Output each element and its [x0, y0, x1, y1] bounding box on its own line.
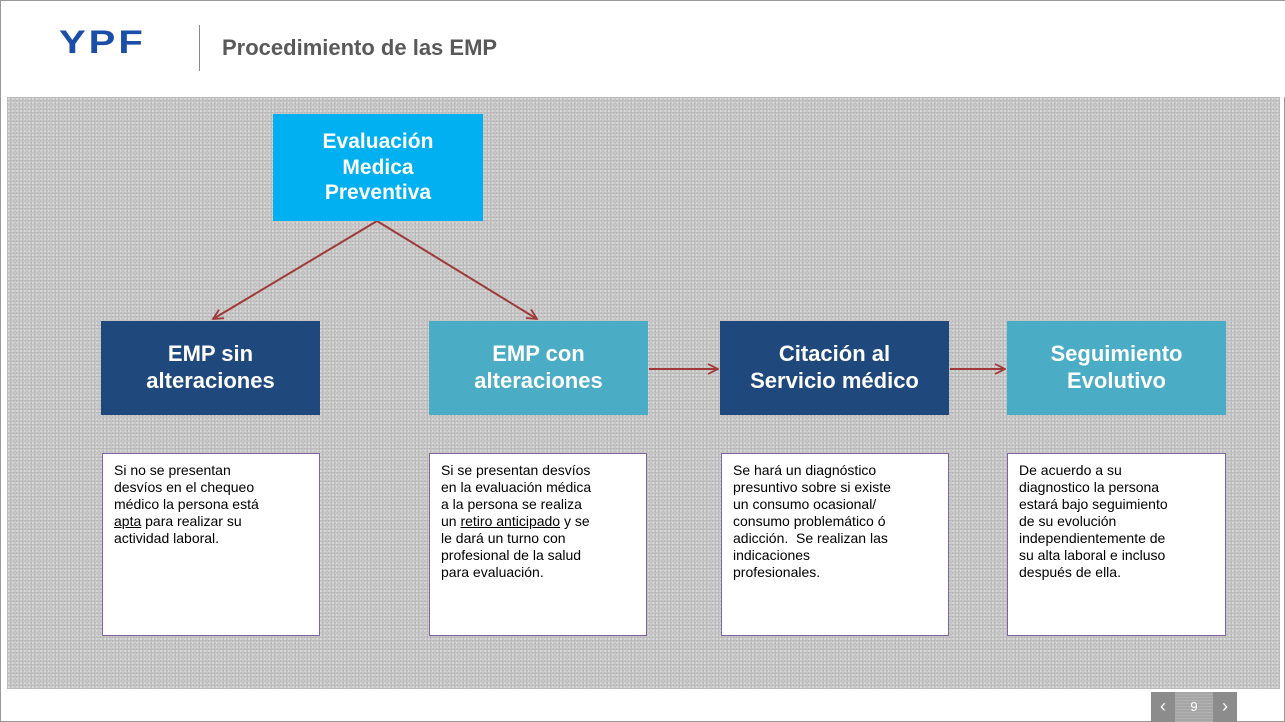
description-text: un: [441, 513, 461, 529]
description-line: su alta laboral e incluso: [1019, 547, 1166, 563]
node-label-line: Medica: [342, 155, 414, 179]
description-line: Se hará un diagnóstico: [733, 462, 877, 478]
description-citacion-servicio-medico: Se hará un diagnóstico presuntivo sobre …: [721, 453, 949, 636]
description-line: profesional de la salud: [441, 547, 582, 563]
description-line: De acuerdo a su: [1019, 462, 1122, 478]
description-line: Si no se presentan: [114, 462, 231, 478]
description-line: le dará un turno con: [441, 530, 566, 546]
description-line: independientemente de: [1019, 530, 1166, 546]
slide-title: Procedimiento de las EMP: [222, 35, 498, 60]
page-number: 9: [1175, 692, 1213, 722]
underlined-term: retiro anticipado: [460, 513, 561, 529]
description-line: para evaluación.: [441, 564, 544, 580]
description-line: actividad laboral.: [114, 530, 220, 546]
node-seguimiento-evolutivo: Seguimiento Evolutivo: [1007, 321, 1226, 415]
description-seguimiento-evolutivo: De acuerdo a su diagnostico la persona e…: [1007, 453, 1226, 636]
description-text: y se: [560, 513, 590, 529]
node-label-line: Evaluación: [322, 130, 434, 154]
node-label-line: Preventiva: [324, 181, 432, 205]
description-line: desvíos en el chequeo: [114, 479, 255, 495]
description-line: diagnostico la persona: [1019, 479, 1160, 495]
description-text: para realizar su: [141, 513, 242, 529]
header-divider: [199, 25, 200, 71]
description-emp-con-alteraciones: Si se presentan desvíos en la evaluación…: [429, 453, 647, 636]
description-line: consumo problemático ó: [733, 513, 886, 529]
description-line: después de ella.: [1019, 564, 1121, 580]
node-label-line: Citación al: [778, 341, 891, 367]
description-line: un consumo ocasional/: [733, 496, 877, 512]
description-line: profesionales.: [733, 564, 821, 580]
description-emp-sin-alteraciones: Si no se presentan desvíos en el chequeo…: [102, 453, 320, 636]
description-line: un retiro anticipado y se: [441, 513, 636, 530]
slide-header: YPF Procedimiento de las EMP: [1, 1, 1285, 97]
node-emp-sin-alteraciones: EMP sin alteraciones: [101, 321, 320, 415]
description-line: presuntivo sobre si existe: [733, 479, 891, 495]
node-label-line: Servicio médico: [750, 368, 919, 393]
ypf-logo: YPF: [59, 25, 146, 61]
node-label-line: Evolutivo: [1066, 368, 1166, 393]
next-slide-button[interactable]: ›: [1213, 692, 1237, 722]
description-line: Si se presentan desvíos: [441, 462, 591, 478]
node-emp-con-alteraciones: EMP con alteraciones: [429, 321, 648, 415]
node-citacion-servicio-medico: Citación al Servicio médico: [720, 321, 949, 415]
node-label-line: alteraciones: [474, 368, 603, 393]
node-evaluacion-medica-preventiva: Evaluación Medica Preventiva: [273, 114, 483, 221]
description-line: en la evaluación médica: [441, 479, 592, 495]
description-line: apta para realizar su: [114, 513, 309, 530]
description-line: indicaciones: [733, 547, 811, 563]
node-label-line: alteraciones: [146, 368, 275, 393]
underlined-term: apta: [114, 513, 142, 529]
prev-slide-button[interactable]: ‹: [1151, 692, 1175, 722]
description-line: de su evolución: [1019, 513, 1117, 529]
node-label-line: EMP sin: [167, 341, 254, 367]
description-line: adicción. Se realizan las: [733, 530, 888, 546]
description-line: médico la persona está: [114, 496, 259, 512]
node-label-line: Seguimiento: [1050, 341, 1183, 367]
node-label-line: EMP con: [492, 341, 585, 367]
description-line: estará bajo seguimiento: [1019, 496, 1168, 512]
description-line: a la persona se realiza: [441, 496, 582, 512]
